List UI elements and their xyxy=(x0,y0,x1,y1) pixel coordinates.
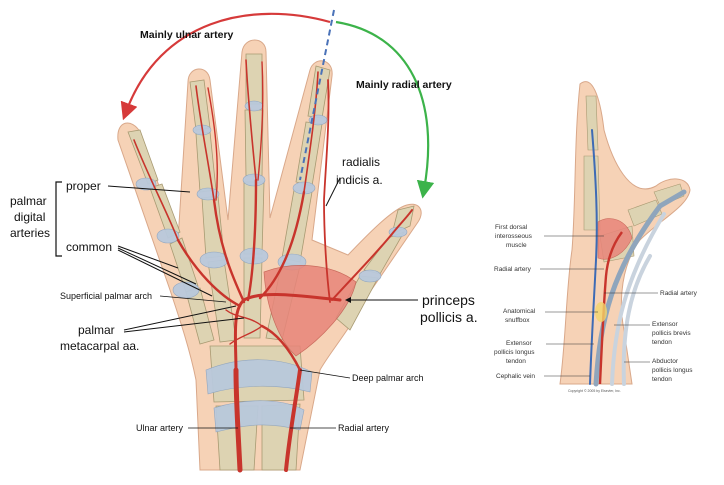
dividing-dashed-line xyxy=(299,9,335,181)
leader-deep-arch xyxy=(299,369,351,379)
label-first-dorsal-2: interosseous xyxy=(495,233,533,240)
label-radialis-indicis-1: radialis xyxy=(342,155,380,169)
label-superficial-arch: Superficial palmar arch xyxy=(60,291,152,301)
ulnar-arc-arrow xyxy=(120,12,331,121)
label-anatomical-2: snuffbox xyxy=(505,317,530,324)
copyright-note: Copyright © 2005 by Elsevier, Inc. xyxy=(568,389,621,393)
label-radial-artery-left: Radial artery xyxy=(494,266,532,273)
label-epl-1: Extensor xyxy=(506,340,532,347)
label-radial-artery-right: Radial artery xyxy=(660,290,698,297)
label-first-dorsal-3: muscle xyxy=(506,242,527,249)
label-palmar-metacarpal-1: palmar xyxy=(78,323,115,337)
label-epb-1: Extensor xyxy=(652,321,678,328)
right-figure-labels: First dorsal interosseous muscle Radial … xyxy=(494,224,698,393)
right-hand-illustration xyxy=(559,81,691,387)
ulnar-arc-label: Mainly ulnar artery xyxy=(140,29,234,41)
label-palmar-metacarpal-2: metacarpal aa. xyxy=(60,339,139,353)
palmar-digital-group: palmar digital arteries xyxy=(10,181,62,257)
thenar-muscle xyxy=(263,265,357,357)
snuffbox-highlight xyxy=(595,302,607,322)
leader-common-3 xyxy=(117,249,213,297)
label-deep-palmar-arch: Deep palmar arch xyxy=(352,373,424,383)
label-proper: proper xyxy=(66,179,101,193)
first-dorsal-interosseous-muscle xyxy=(597,218,633,260)
label-apl-1: Abductor xyxy=(652,358,679,365)
arteries xyxy=(133,59,413,473)
label-radialis-indicis-2: indicis a. xyxy=(336,173,383,187)
leader-proper xyxy=(107,185,191,193)
leader-metacarpal-1 xyxy=(123,305,237,331)
leader-radialis-indicis xyxy=(325,177,341,207)
group-label-line-1: palmar xyxy=(10,194,47,208)
label-princeps-pollicis-2: pollicis a. xyxy=(420,309,478,325)
leader-common-2 xyxy=(117,247,197,285)
label-apl-3: tendon xyxy=(652,376,672,383)
label-epb-2: pollicis brevis xyxy=(652,330,691,337)
label-cephalic-vein: Cephalic vein xyxy=(496,373,535,380)
label-radial-artery: Radial artery xyxy=(338,423,390,433)
label-ulnar-artery: Ulnar artery xyxy=(136,423,184,433)
group-label-line-3: arteries xyxy=(10,226,50,240)
left-hand-illustration xyxy=(117,9,422,473)
label-common: common xyxy=(66,240,112,254)
right-radial-artery-vessel xyxy=(598,231,623,385)
label-first-dorsal-1: First dorsal xyxy=(495,224,528,231)
leader-superficial-arch xyxy=(159,295,227,303)
label-apl-2: pollicis longus xyxy=(652,367,693,374)
label-epl-2: pollicis longus xyxy=(494,349,535,356)
label-princeps-pollicis-1: princeps xyxy=(422,292,475,308)
label-epl-3: tendon xyxy=(506,358,526,365)
hand-skin xyxy=(117,39,422,471)
leader-metacarpal-2 xyxy=(123,317,245,333)
label-epb-3: tendon xyxy=(652,339,672,346)
leader-common-1 xyxy=(117,245,179,269)
radial-arc-label: Mainly radial artery xyxy=(356,79,452,91)
label-anatomical-1: Anatomical xyxy=(503,308,536,315)
finger-bones xyxy=(127,53,415,471)
radial-arc-arrow xyxy=(335,20,435,199)
group-label-line-2: digital xyxy=(14,210,45,224)
